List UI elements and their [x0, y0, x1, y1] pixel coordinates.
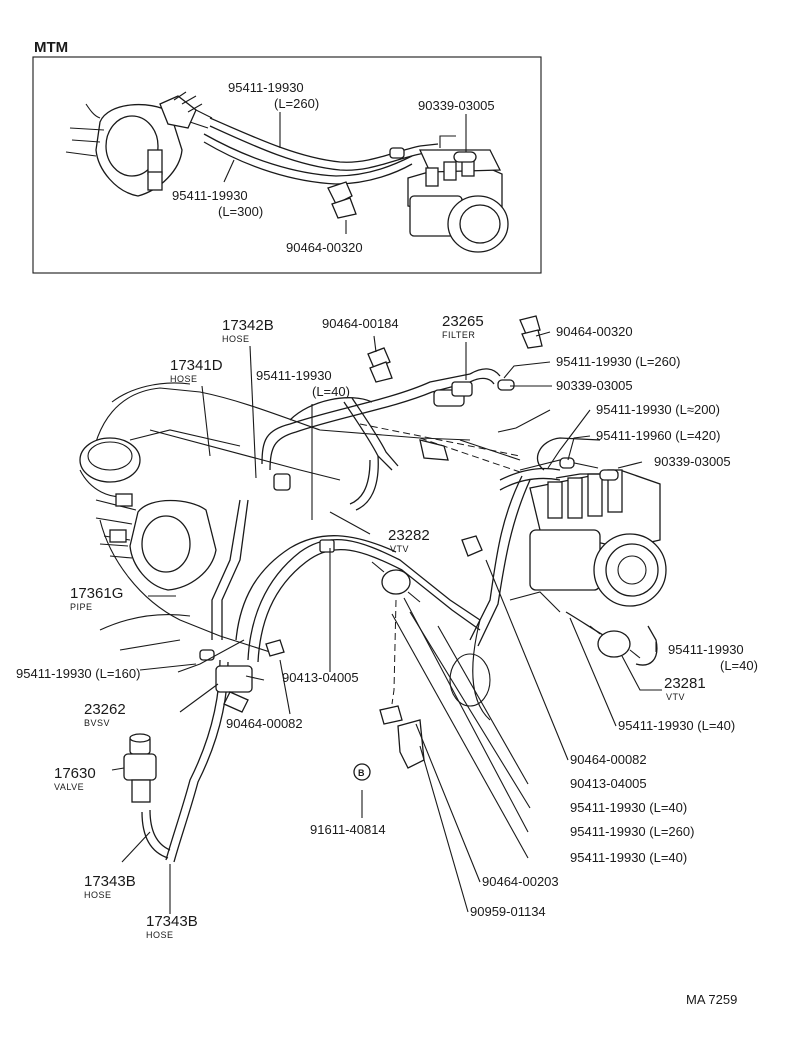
label-23262-sub: BVSV [84, 718, 110, 728]
label-95411-160: 95411-19930 (L=160) [16, 666, 140, 681]
mtm-clip-icon [327, 181, 357, 219]
label-23262: 23262 [84, 701, 126, 718]
label-95411-19960: 95411-19960 (L=420) [596, 428, 720, 443]
vtv-23281 [589, 625, 641, 659]
label-90959: 90959-01134 [470, 904, 546, 919]
bracket-90959 [379, 705, 425, 769]
label-95411-260-top: 95411-19930 (L=260) [556, 354, 680, 369]
filter-23265 [433, 381, 473, 407]
valve-17630 [123, 733, 157, 803]
label-90413-mid: 90413-04005 [282, 670, 359, 685]
label-17342b-sub: HOSE [222, 334, 250, 344]
label-95411-260-r: 95411-19930 (L=260) [570, 824, 694, 839]
label-23265-sub: FILTER [442, 330, 475, 340]
label-95411-40-top-len: (L=40) [312, 384, 350, 399]
mtm-label-hose-300-part: 95411-19930 [172, 188, 248, 203]
bolt-marker: B [358, 768, 365, 778]
mtm-label-plug: 90339-03005 [418, 98, 495, 113]
label-90464-00082-r: 90464-00082 [570, 752, 647, 767]
label-90464-00184: 90464-00184 [322, 316, 399, 331]
leader-lines [111, 331, 662, 914]
label-95411-40-right: 95411-19930 [668, 642, 744, 657]
label-17361g-sub: PIPE [70, 602, 93, 612]
mtm-hose-300 [203, 133, 413, 177]
mtm-label-hose-260-len: (L=260) [274, 96, 319, 111]
label-23282-sub: VTV [390, 544, 409, 554]
mtm-title: MTM [34, 39, 68, 56]
bvsv-23262 [215, 665, 265, 713]
label-90464-00320: 90464-00320 [556, 324, 633, 339]
label-17361g: 17361G [70, 585, 123, 602]
mtm-distributor [65, 91, 213, 197]
label-17343b-b: 17343B [146, 913, 198, 930]
engine-assembly [79, 382, 667, 721]
label-95411-40-r2: 95411-19930 (L=40) [618, 718, 735, 733]
bolt-91611: B [353, 763, 371, 781]
label-90339-top: 90339-03005 [556, 378, 633, 393]
label-91611: 91611-40814 [310, 822, 386, 837]
main-labels: 17342B HOSE 17341D HOSE 90464-00184 2326… [16, 313, 758, 940]
label-90339-right: 90339-03005 [654, 454, 731, 469]
label-95411-40-top: 95411-19930 [256, 368, 332, 383]
label-17341d: 17341D [170, 357, 223, 374]
label-17343b-b-sub: HOSE [146, 930, 174, 940]
label-17343b-a: 17343B [84, 873, 136, 890]
label-90464-00082-mid: 90464-00082 [226, 716, 303, 731]
mtm-throttle-body [407, 135, 509, 253]
mtm-label-hose-260-part: 95411-19930 [228, 80, 304, 95]
label-95411-40-r3: 95411-19930 (L=40) [570, 800, 687, 815]
label-90464-00203: 90464-00203 [482, 874, 559, 889]
label-17343b-a-sub: HOSE [84, 890, 112, 900]
label-23281-sub: VTV [666, 692, 685, 702]
label-17342b: 17342B [222, 317, 274, 334]
mtm-inset: MTM [32, 39, 542, 274]
label-17630: 17630 [54, 765, 96, 782]
mtm-label-clip: 90464-00320 [286, 240, 363, 255]
label-95411-40-right-len: (L=40) [720, 658, 758, 673]
label-90413-r: 90413-04005 [570, 776, 647, 791]
label-17630-sub: VALVE [54, 782, 84, 792]
label-23265: 23265 [442, 313, 484, 330]
diagram-code: MA 7259 [686, 992, 737, 1007]
label-23281: 23281 [664, 675, 706, 692]
mtm-label-hose-300-len: (L=300) [218, 204, 263, 219]
label-23282: 23282 [388, 527, 430, 544]
label-17341d-sub: HOSE [170, 374, 198, 384]
vtv-23282 [371, 561, 421, 603]
label-95411-200: 95411-19930 (L≈200) [596, 402, 720, 417]
mtm-frame [32, 56, 542, 274]
label-95411-40-r4: 95411-19930 (L=40) [570, 850, 687, 865]
clip-icons [199, 315, 619, 661]
